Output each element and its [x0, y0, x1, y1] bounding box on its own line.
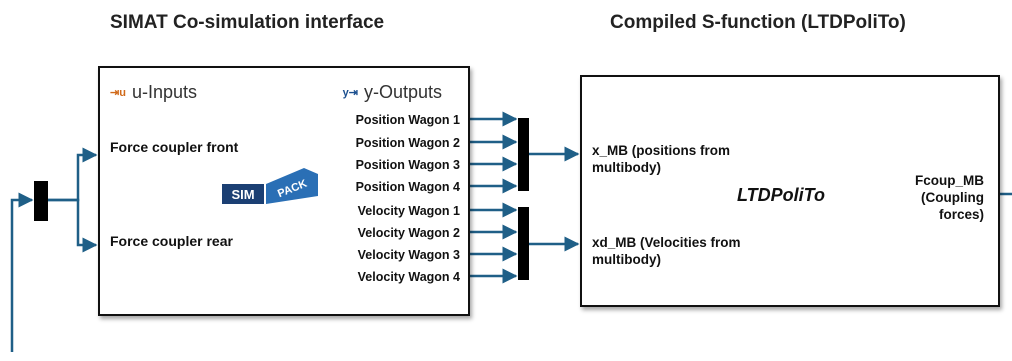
- input-demux: [34, 181, 48, 221]
- output-label-velocity-2: Velocity Wagon 2: [357, 226, 460, 240]
- simat-title: SIMAT Co-simulation interface: [110, 12, 385, 33]
- input-label-force-front: Force coupler front: [110, 139, 239, 155]
- svg-text:SIM: SIM: [231, 187, 254, 202]
- position-mux: [518, 118, 529, 191]
- sfunction-title: Compiled S-function (LTDPoliTo): [610, 12, 906, 33]
- output-label-velocity-3: Velocity Wagon 3: [357, 248, 460, 262]
- output-label-velocity-4: Velocity Wagon 4: [357, 270, 460, 284]
- simpack-logo: SIM PACK: [222, 168, 318, 204]
- output-label-position-4: Position Wagon 4: [355, 180, 460, 194]
- simat-block[interactable]: ⇥u u-Inputs y⇥ y-Outputs Force coupler f…: [98, 66, 470, 316]
- inputs-header-label: u-Inputs: [131, 82, 197, 102]
- wire-force-rear: [48, 198, 98, 253]
- wire-force-front: [48, 147, 98, 202]
- output-label-position-3: Position Wagon 3: [355, 158, 460, 172]
- sfunction-name: LTDPoliTo: [737, 185, 825, 205]
- output-label-position-1: Position Wagon 1: [355, 113, 460, 127]
- velocity-mux: [518, 207, 529, 280]
- inputs-header: ⇥u u-Inputs: [110, 82, 197, 103]
- feedback-wire: [10, 192, 34, 352]
- sfunction-block[interactable]: x_MB (positions from multibody) xd_MB (V…: [580, 75, 1000, 307]
- output-port-icon: y⇥: [342, 87, 358, 99]
- output-label-position-2: Position Wagon 2: [355, 136, 460, 150]
- sfunction-input-xd-mb: xd_MB (Velocities from multibody): [592, 235, 741, 267]
- input-label-force-rear: Force coupler rear: [110, 233, 233, 249]
- sfunction-output-fcoup-mb: Fcoup_MB (Coupling forces): [915, 173, 984, 222]
- output-label-velocity-1: Velocity Wagon 1: [357, 204, 460, 218]
- outputs-header: y⇥ y-Outputs: [343, 82, 442, 103]
- sfunction-input-x-mb: x_MB (positions from multibody): [592, 143, 731, 175]
- outputs-header-label: y-Outputs: [363, 82, 442, 102]
- input-port-icon: ⇥u: [110, 87, 126, 99]
